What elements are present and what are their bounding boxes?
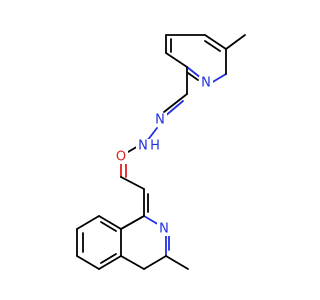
bond-pyridine-double-3 [187, 72, 199, 81]
carbonyl-o-label-bg [114, 150, 128, 164]
pyridine-nitrogen-label: N [201, 76, 211, 91]
bond-methyl-pyridine [225, 34, 246, 50]
bond-quinoline-double-4 [100, 253, 117, 264]
bonds-layer [76, 34, 246, 270]
bond-quinoline-double-2 [100, 221, 117, 232]
amide-hydrogen-label: H [150, 139, 160, 154]
carbonyl-oxygen-label: O [116, 150, 126, 165]
hydrazone-n1-label-bg [153, 113, 167, 127]
bond-pyridine-ring-4 [210, 73, 227, 84]
molecule-structure-diagram: N N N H O N [76, 34, 246, 270]
bond-imine-double-2 [163, 100, 184, 118]
bond-quinoline-left-4 [76, 255, 100, 270]
atom-labels-layer: N N N H O N [114, 76, 213, 237]
bond-carbonyl-to-quinoline [120, 176, 145, 190]
amide-h-label-bg [149, 139, 161, 153]
bond-methyl-quinoline [165, 255, 189, 270]
hydrazone-nitrogen-label-2: N [138, 139, 148, 154]
bond-quinoline-left-1 [98, 215, 122, 230]
bond-imine-double-1 [163, 93, 188, 113]
bond-pyridine-ring-3 [186, 66, 202, 79]
hydrazone-n2-label-bg [136, 139, 150, 153]
bond-quinoline-right-5 [143, 255, 167, 270]
bond-pyridine-ring-6 [204, 34, 227, 50]
bond-quinoline-left-2 [76, 215, 100, 230]
hydrazone-nitrogen-label-1: N [155, 113, 165, 128]
quinoline-nitrogen-label: N [159, 222, 169, 237]
bond-quinoline-right-8 [120, 215, 145, 230]
pyridine-n-label-bg [199, 76, 213, 90]
bond-quinoline-right-6 [120, 255, 145, 270]
bond-quinoline-left-5 [98, 255, 122, 270]
bond-pyridine-ring-2 [165, 52, 188, 68]
quinoline-n-label-bg [157, 222, 171, 236]
bond-pyridine-double-2 [204, 40, 221, 52]
